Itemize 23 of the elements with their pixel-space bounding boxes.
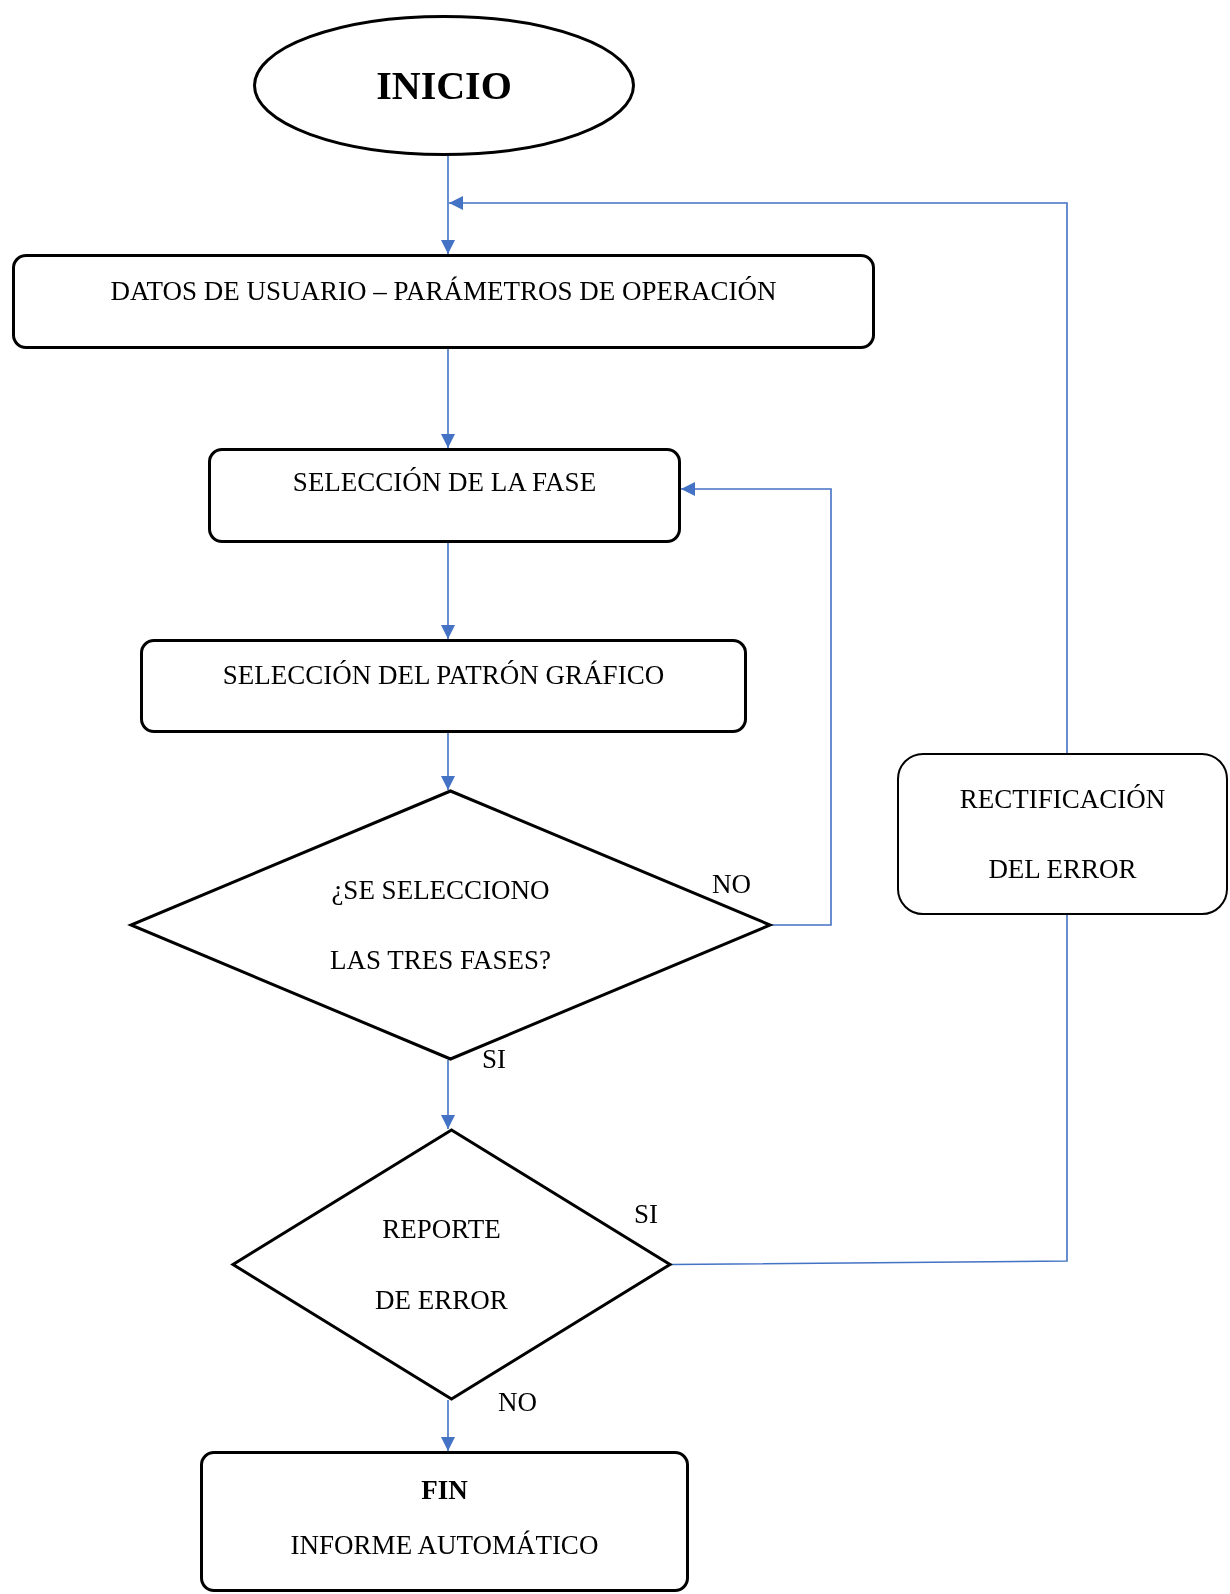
node-text: SELECCIÓN DE LA FASE: [292, 466, 597, 499]
arrow: [441, 542, 455, 640]
arrow: [441, 732, 455, 791]
start-ellipse: [253, 15, 635, 156]
process-box: [140, 639, 747, 733]
node-text: INFORME AUTOMÁTICO: [290, 1528, 599, 1561]
arrow: [441, 348, 455, 449]
arrow: [680, 482, 832, 926]
node-title: FIN: [421, 1474, 468, 1507]
node-title: INICIO: [376, 61, 512, 110]
node-text: SELECCIÓN DEL PATRÓN GRÁFICO: [222, 658, 665, 692]
arrow: [448, 196, 1068, 754]
arrow: [441, 1399, 455, 1452]
node-text: REPORTE DE ERROR: [374, 1213, 509, 1317]
node-text: DATOS DE USUARIO – PARÁMETROS DE OPERACIÓN: [110, 275, 777, 308]
node-text: ¿SE SELECCIONO LAS TRES FASES?: [328, 873, 553, 977]
process-box: [12, 254, 875, 349]
arrow: [441, 1059, 455, 1130]
process-box: [897, 753, 1228, 915]
process-box: [200, 1451, 689, 1592]
node-text: RECTIFICACIÓN DEL ERROR: [958, 782, 1167, 886]
arrow: [441, 155, 455, 255]
process-box: [208, 448, 681, 543]
